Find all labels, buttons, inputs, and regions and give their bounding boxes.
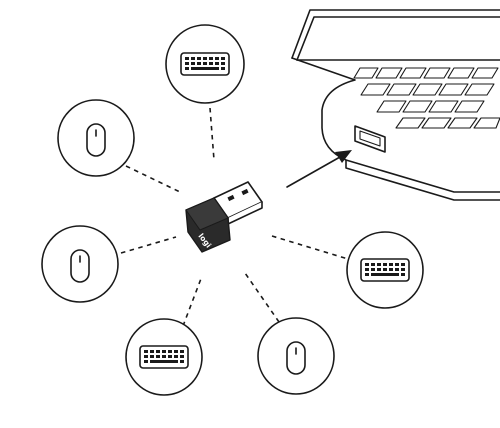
keyboard-icon (360, 258, 410, 282)
laptop-icon (291, 9, 500, 201)
mouse-icon (70, 249, 90, 283)
laptop-keyboard (353, 67, 500, 129)
usb-receiver-icon: logi (185, 181, 263, 253)
device-keyboard-bottom-left (125, 318, 203, 396)
device-mouse-left (41, 225, 119, 303)
connection-lines (120, 107, 349, 327)
keyboard-icon (180, 52, 230, 76)
device-mouse-bottom (257, 317, 335, 395)
arrow-icon (286, 150, 352, 188)
device-mouse-upper-left (57, 99, 135, 177)
device-keyboard-right (346, 231, 424, 309)
mouse-icon (286, 341, 306, 375)
device-keyboard-top (165, 24, 245, 104)
mouse-icon (86, 123, 106, 157)
keyboard-icon (139, 345, 189, 369)
usb-port-icon (354, 125, 386, 153)
